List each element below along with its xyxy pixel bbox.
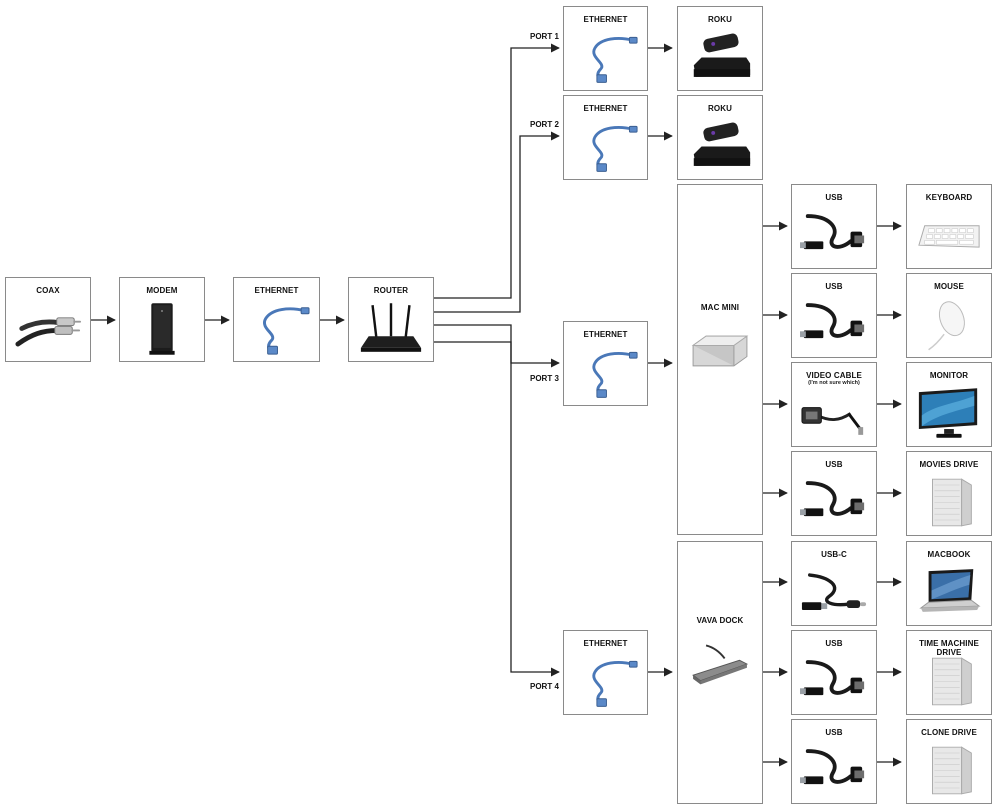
node-mouse: MOUSE [906, 273, 992, 358]
node-label: ETHERNET [583, 639, 628, 648]
node-label: ROKU [708, 104, 732, 113]
ethernet-cable-icon [572, 653, 639, 710]
node-ethernet-port1: ETHERNET [563, 6, 648, 91]
node-coax: COAX [5, 277, 91, 362]
usb-cable-icon [800, 296, 868, 353]
node-label: USB [825, 460, 843, 469]
usb-cable-icon [800, 742, 868, 799]
node-label: USB [825, 639, 843, 648]
laptop-icon [915, 564, 983, 621]
node-label: MAC MINI [700, 302, 740, 312]
node-label: MONITOR [929, 371, 969, 380]
wire-router-port3 [433, 324, 560, 368]
usb-cable-icon [800, 207, 868, 264]
node-label: USB [825, 728, 843, 737]
node-ethernet-port2: ETHERNET [563, 95, 648, 180]
node-usb-clone: USB [791, 719, 877, 804]
mouse-icon [915, 296, 983, 353]
node-clone-drive: CLONE DRIVE [906, 719, 992, 804]
node-usb-mouse: USB [791, 273, 877, 358]
node-label: ETHERNET [583, 330, 628, 339]
node-roku-1: ROKU [677, 6, 763, 91]
mac-mini-icon [686, 325, 754, 377]
node-label: ETHERNET [583, 15, 628, 24]
wire-router-port4 [433, 341, 560, 677]
node-usb-movies: USB [791, 451, 877, 536]
coax-cable-icon [14, 300, 82, 357]
node-label: USB [825, 193, 843, 202]
node-label: ETHERNET [254, 286, 299, 295]
node-label: ROUTER [373, 286, 409, 295]
node-label: MOUSE [934, 282, 964, 291]
node-movies-drive: MOVIES DRIVE [906, 451, 992, 536]
node-ethernet-port4: ETHERNET [563, 630, 648, 715]
usb-cable-icon [800, 474, 868, 531]
node-label: ETHERNET [583, 104, 628, 113]
node-ethernet-main: ETHERNET [233, 277, 320, 362]
monitor-icon [915, 385, 983, 442]
ethernet-cable-icon [572, 118, 639, 175]
port-2-label: PORT 2 [530, 120, 559, 129]
hard-drive-icon [915, 474, 983, 531]
node-label: KEYBOARD [925, 193, 973, 202]
node-label: ROKU [708, 15, 732, 24]
node-label: MACBOOK [927, 550, 971, 559]
node-usb-keyboard: USB [791, 184, 877, 269]
node-label: COAX [36, 286, 60, 295]
node-macbook: MACBOOK [906, 541, 992, 626]
port-3-label: PORT 3 [530, 374, 559, 383]
node-label: USB [825, 282, 843, 291]
ethernet-cable-icon [242, 300, 311, 357]
hard-drive-icon [915, 653, 983, 710]
node-label: VIDEO CABLE [806, 371, 862, 380]
roku-icon [686, 118, 754, 175]
ethernet-cable-icon [572, 344, 639, 401]
port-1-label: PORT 1 [530, 32, 559, 41]
node-time-machine-drive: TIME MACHINE DRIVE [906, 630, 992, 715]
node-roku-2: ROKU [677, 95, 763, 180]
ethernet-cable-icon [572, 29, 639, 86]
node-sublabel: (I'm not sure which) [808, 380, 860, 386]
node-label: MOVIES DRIVE [919, 460, 979, 469]
keyboard-icon [915, 207, 983, 264]
usb-c-cable-icon [800, 564, 868, 621]
wire-router-port1 [433, 43, 560, 299]
node-router: ROUTER [348, 277, 434, 362]
node-label: USB-C [821, 550, 847, 559]
node-label: TIME MACHINE DRIVE [919, 639, 979, 657]
wire-router-port2 [433, 131, 560, 313]
port-4-label: PORT 4 [530, 682, 559, 691]
modem-icon [128, 300, 196, 357]
node-video-cable: VIDEO CABLE(I'm not sure which) [791, 362, 877, 447]
node-label: VAVA DOCK [696, 615, 744, 625]
roku-icon [686, 29, 754, 86]
node-label: CLONE DRIVE [921, 728, 977, 737]
hard-drive-icon [915, 742, 983, 799]
node-monitor: MONITOR [906, 362, 992, 447]
node-keyboard: KEYBOARD [906, 184, 992, 269]
node-modem: MODEM [119, 277, 205, 362]
node-ethernet-port3: ETHERNET [563, 321, 648, 406]
router-icon [357, 300, 425, 357]
node-label: MODEM [146, 286, 178, 295]
node-usbc-macbook: USB-C [791, 541, 877, 626]
node-mac-mini: MAC MINI [677, 184, 763, 535]
video-cable-icon [800, 385, 868, 442]
usb-hub-icon [686, 638, 754, 690]
usb-cable-icon [800, 653, 868, 710]
node-usb-time-machine: USB [791, 630, 877, 715]
node-vava-dock: VAVA DOCK [677, 541, 763, 804]
